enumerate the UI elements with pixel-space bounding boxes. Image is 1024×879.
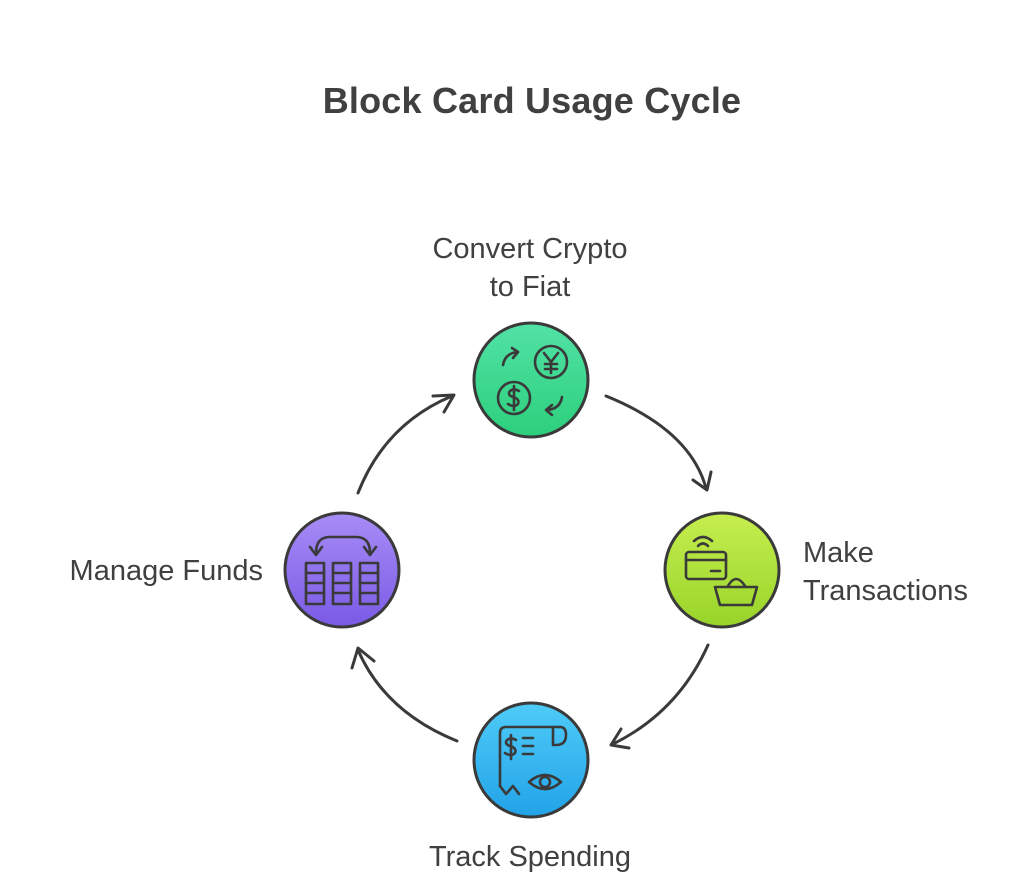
node-label-convert: Convert Crypto to Fiat bbox=[380, 230, 680, 306]
node-convert bbox=[472, 321, 590, 439]
node-label-manage-line-1: Manage Funds bbox=[69, 555, 263, 587]
node-label-track-line-1: Track Spending bbox=[428, 841, 632, 873]
arrow-track-to-manage bbox=[350, 646, 459, 743]
node-label-transactions-line-1: Make bbox=[803, 537, 874, 569]
card-basket-icon bbox=[684, 535, 759, 607]
node-manage-circle bbox=[283, 511, 401, 629]
node-label-transactions: Make Transactions bbox=[803, 534, 968, 610]
arrow-manage-to-convert bbox=[356, 393, 456, 495]
currency-exchange-icon bbox=[496, 344, 569, 417]
node-transactions-circle bbox=[663, 511, 781, 629]
node-label-convert-line-1: Convert Crypto bbox=[432, 233, 628, 265]
receipt-eye-icon bbox=[498, 725, 568, 796]
fund-transfer-icon bbox=[304, 535, 380, 606]
node-manage bbox=[283, 511, 401, 629]
node-label-track: Track Spending bbox=[380, 838, 680, 876]
node-label-transactions-line-2: Transactions bbox=[803, 575, 968, 607]
node-label-convert-line-2: to Fiat bbox=[489, 271, 571, 303]
node-track-circle bbox=[472, 701, 590, 819]
arrow-transactions-to-track bbox=[609, 643, 710, 750]
node-track bbox=[472, 701, 590, 819]
node-convert-circle bbox=[472, 321, 590, 439]
node-transactions bbox=[663, 511, 781, 629]
node-label-manage: Manage Funds bbox=[40, 552, 263, 590]
diagram-title: Block Card Usage Cycle bbox=[322, 80, 742, 121]
arrow-convert-to-transactions bbox=[604, 394, 713, 492]
